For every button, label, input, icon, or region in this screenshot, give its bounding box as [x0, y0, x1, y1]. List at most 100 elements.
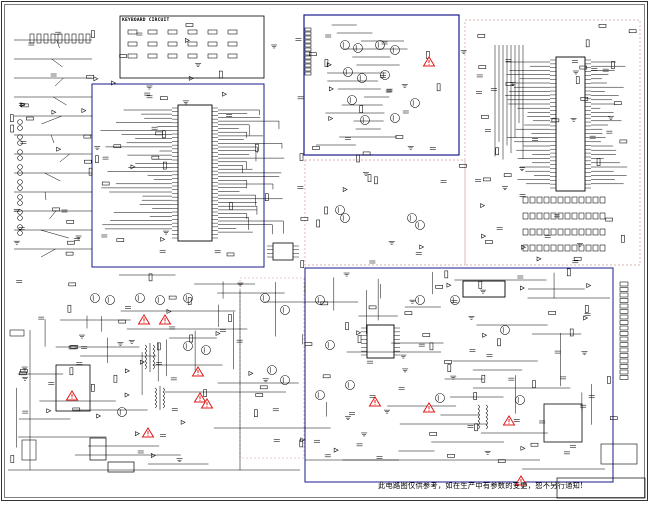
resistor	[573, 256, 582, 261]
resistor	[69, 367, 74, 376]
connector-pin	[619, 320, 629, 325]
segment-led	[578, 196, 585, 204]
diode	[130, 164, 136, 170]
transistor	[360, 115, 370, 125]
resistor	[52, 207, 60, 212]
segment-led	[543, 228, 550, 236]
resistor	[362, 151, 371, 156]
transformer-coil	[485, 420, 488, 426]
resistor	[444, 360, 452, 364]
connector-pin	[619, 325, 629, 331]
audio-region	[304, 159, 466, 266]
input-branch	[54, 77, 64, 87]
top-connector-pin	[85, 33, 91, 44]
resistor	[259, 385, 268, 390]
transformer-coil	[144, 360, 147, 366]
diode	[51, 109, 57, 115]
resistor	[91, 384, 95, 392]
transistor	[183, 293, 193, 303]
transformer-coil	[485, 408, 488, 414]
connector-pin	[304, 67, 312, 72]
resistor	[65, 251, 74, 256]
input-jack	[17, 194, 23, 200]
resistor	[316, 219, 320, 228]
input-jack	[17, 209, 23, 215]
resistor	[447, 364, 452, 372]
small-ic-center	[272, 242, 294, 261]
transistor	[135, 293, 145, 303]
resistor	[67, 240, 75, 245]
title-block	[556, 477, 646, 499]
input-jack	[17, 170, 23, 176]
transformer-coil	[162, 395, 165, 401]
segment-led	[529, 212, 536, 220]
segment-led	[585, 196, 592, 204]
diode	[300, 437, 306, 443]
display-driver-ic	[555, 56, 586, 192]
resistor	[619, 139, 628, 144]
key-switch	[127, 53, 138, 59]
transformer-coil	[152, 344, 155, 350]
resistor	[324, 206, 328, 215]
input-jack	[17, 185, 23, 191]
resistor	[68, 282, 77, 287]
connector-pin	[619, 331, 629, 336]
segment-led	[592, 196, 599, 204]
resistor	[299, 153, 304, 161]
transformer-coil	[144, 352, 147, 358]
sheet-inner-border	[4, 4, 645, 498]
transformer-coil	[154, 391, 157, 397]
resistor	[155, 131, 163, 136]
diode	[125, 368, 130, 374]
resistor	[66, 220, 75, 224]
segment-led	[578, 228, 585, 236]
transformer-coil	[477, 420, 480, 426]
keyboard-circuit-title: KEYBOARD CIRCUIT	[122, 17, 170, 23]
input-jack	[17, 134, 23, 140]
transformer-coil	[152, 364, 155, 370]
warning-triangle-dot	[428, 64, 430, 66]
input-branch	[41, 115, 62, 125]
resistor	[83, 134, 92, 139]
top-connector-pin	[36, 33, 42, 44]
transistor	[201, 345, 211, 355]
bottom-left-box	[89, 437, 107, 461]
key-switch	[167, 53, 178, 59]
resistor	[478, 65, 487, 69]
input-jack	[17, 164, 23, 170]
transformer-coil	[485, 404, 488, 410]
diode	[342, 187, 348, 192]
transistor	[500, 325, 510, 335]
warning-triangle-dot	[71, 398, 73, 400]
transformer-coil	[154, 403, 157, 409]
key-switch	[187, 53, 198, 59]
warning-triangle-dot	[143, 322, 145, 324]
resistor	[300, 217, 309, 221]
key-switch	[147, 29, 158, 35]
segment-led	[578, 244, 585, 252]
resistor	[605, 217, 613, 222]
resistor	[304, 342, 313, 346]
resistor	[299, 439, 304, 448]
top-connector-pin	[64, 33, 70, 44]
connector-pin	[619, 303, 629, 309]
diode	[248, 370, 254, 376]
resistor	[95, 155, 99, 163]
resistor	[113, 144, 122, 149]
resistor	[609, 416, 618, 420]
fuse	[9, 329, 25, 337]
resistor	[584, 305, 589, 313]
connector-pin	[619, 342, 629, 347]
connector-pin	[304, 43, 312, 48]
resistor	[481, 115, 489, 119]
segment-led	[564, 228, 571, 236]
resistor	[532, 380, 536, 388]
transistor	[345, 380, 355, 390]
diode	[140, 359, 145, 365]
resistor	[189, 334, 193, 343]
key-switch	[187, 41, 198, 47]
transformer-coil	[477, 416, 480, 422]
transistor	[380, 70, 390, 80]
segment-led	[543, 212, 550, 220]
diode	[446, 282, 452, 288]
